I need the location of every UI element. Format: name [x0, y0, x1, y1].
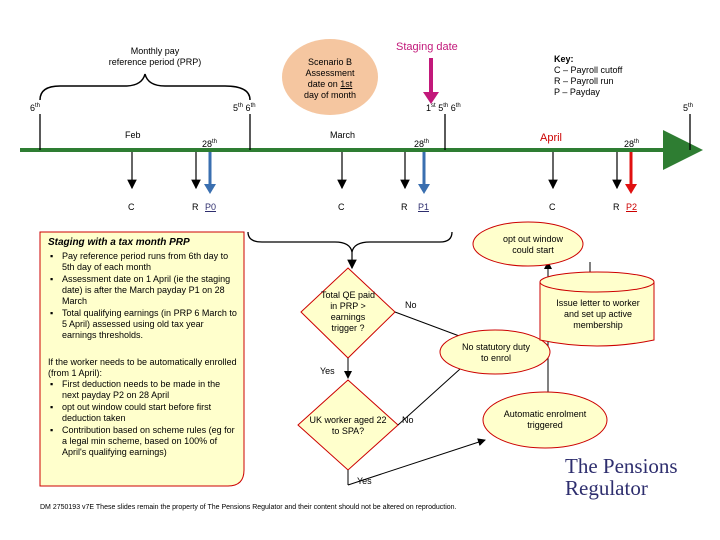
date-5th-may: 5th	[683, 103, 694, 113]
date-6th-feb: 6th	[30, 103, 41, 113]
date-28th-mar: 28th	[414, 139, 430, 149]
payday-p1: P1	[418, 202, 430, 212]
auto-enrol-ellipse	[482, 391, 608, 449]
panel-bullet: First deduction needs to be made in the …	[50, 379, 238, 401]
yes-label-2: Yes	[357, 476, 372, 486]
date-1st-5th-6th-apr: 1st 5th 6th	[426, 103, 461, 113]
run-mar: R	[401, 202, 408, 212]
month-feb: Feb	[125, 130, 141, 140]
panel-bullets-1: Pay reference period runs from 6th day t…	[48, 251, 238, 341]
scenario-ellipse	[282, 39, 378, 115]
date-5th-6th-mar: 5th 6th	[233, 103, 256, 113]
scenario-label: Scenario B Assessment date on 1st day of…	[303, 57, 357, 100]
panel-intro: If the worker needs to be automatically …	[48, 357, 237, 378]
opt-out-ellipse	[472, 221, 584, 267]
auto-enrol-text: Automatic enrolment triggered	[503, 409, 587, 430]
payday-p2: P2	[626, 202, 638, 212]
staging-panel-text: Staging with a tax month PRP Pay referen…	[48, 236, 238, 459]
prp-brace	[39, 73, 251, 101]
panel-bullet: Pay reference period runs from 6th day t…	[50, 251, 238, 273]
cutoff-apr: C	[549, 202, 556, 212]
monthly-prp-label: Monthly pay reference period (PRP)	[108, 46, 202, 67]
key-legend: Key: C – Payroll cutoff R – Payroll run …	[554, 54, 623, 97]
payday-p0: P0	[205, 202, 217, 212]
panel-bullet: Contribution based on scheme rules (eg f…	[50, 425, 238, 458]
no-label-1: No	[405, 300, 417, 310]
panel-bullet: opt out window could start before first …	[50, 402, 238, 424]
footer-note: DM 2750193 v7E These slides remain the p…	[40, 504, 457, 511]
staging-date-label: Staging date	[396, 41, 458, 53]
no-duty-ellipse	[439, 329, 551, 375]
panel-bullet: Total qualifying earnings (in PRP 6 Marc…	[50, 308, 238, 341]
pensions-regulator-logo: The Pensions Regulator	[565, 454, 678, 500]
month-april: April	[540, 132, 563, 144]
timeline-ticks	[39, 114, 691, 150]
cutoff-mar: C	[338, 202, 345, 212]
opt-out-text: opt out window could start	[502, 234, 564, 255]
panel-bullets-2: First deduction needs to be made in the …	[48, 379, 238, 458]
date-28th-apr: 28th	[624, 139, 640, 149]
no-label-2: No	[402, 415, 414, 425]
cutoff-feb: C	[128, 202, 135, 212]
run-feb: R	[192, 202, 199, 212]
date-28th-feb: 28th	[202, 139, 218, 149]
decision-age-text: UK worker aged 22 to SPA?	[309, 415, 387, 436]
run-apr: R	[613, 202, 620, 212]
panel-title: Staging with a tax month PRP	[48, 237, 190, 248]
no-duty-text: No statutory duty to enrol	[461, 342, 531, 363]
period-brace	[247, 231, 453, 253]
issue-letter-text: Issue letter to worker and set up active…	[556, 298, 640, 330]
key-box	[520, 50, 640, 102]
panel-bullet: Assessment date on 1 April (ie the stagi…	[50, 274, 238, 307]
month-march: March	[330, 130, 356, 140]
issue-letter-cylinder	[539, 271, 655, 347]
yes-label-1: Yes	[320, 366, 335, 376]
decision-qe-text: Total QE paid in PRP > earnings trigger …	[320, 290, 376, 333]
